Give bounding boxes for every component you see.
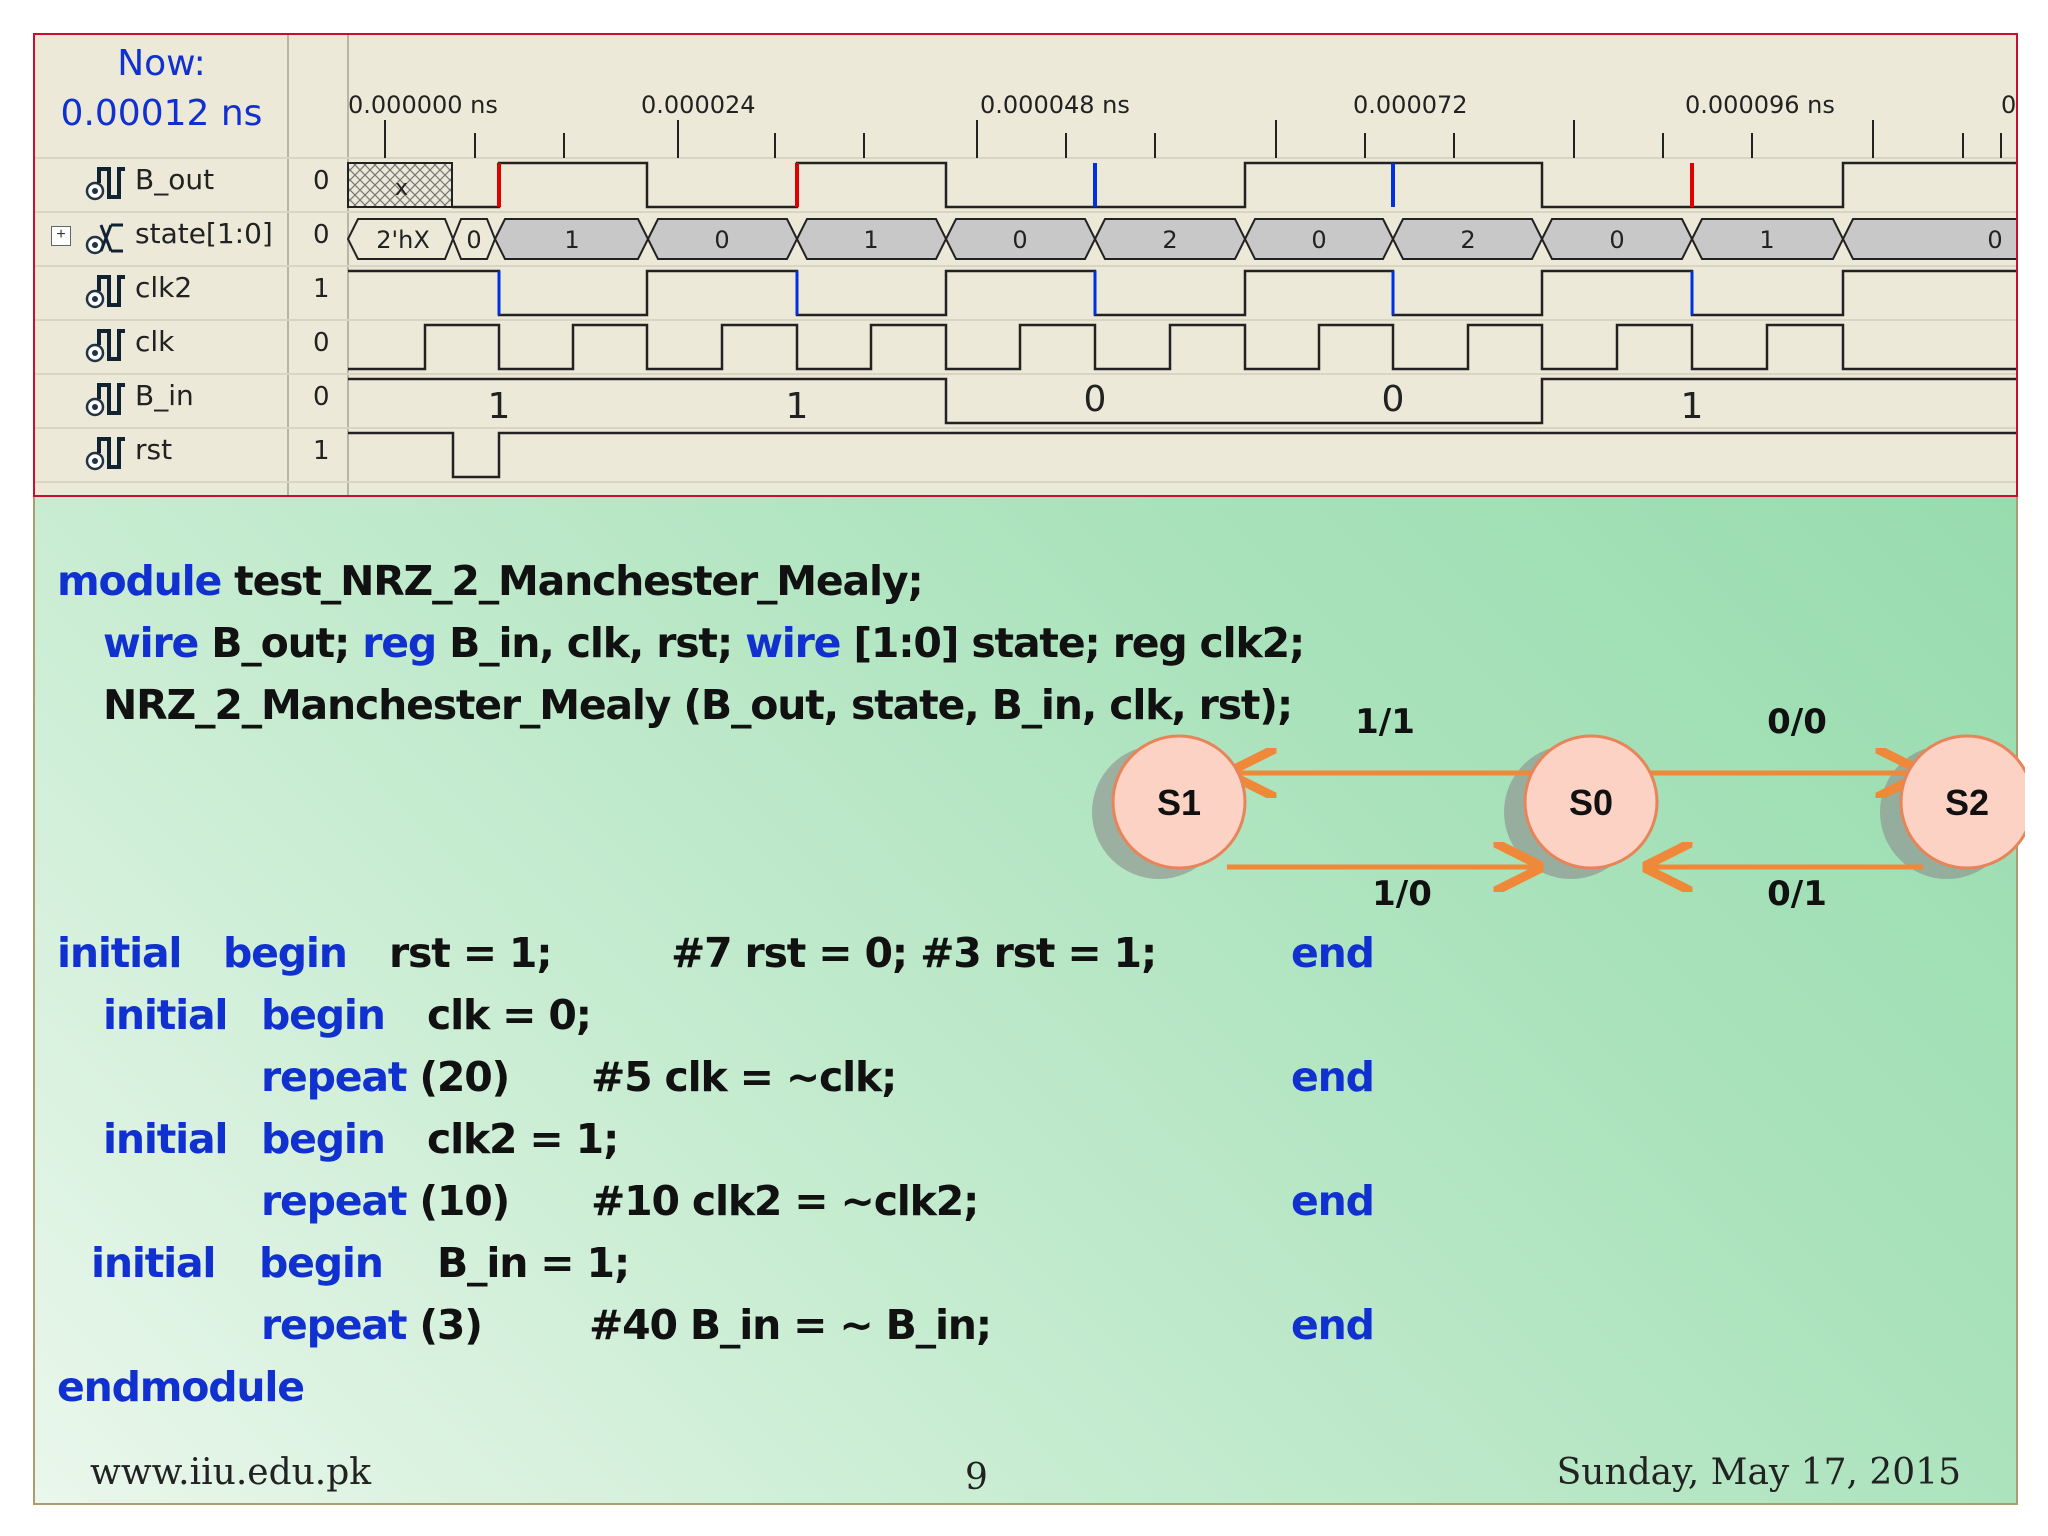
- time-tick-label: 0.000096 ns: [1685, 91, 1835, 119]
- state-segment-label: 0: [466, 226, 481, 254]
- code-line: NRZ_2_Manchester_Mealy (B_out, state, B_…: [103, 681, 1293, 729]
- state-segment-label: 2: [1162, 226, 1177, 254]
- code-line: wire B_out; reg B_in, clk, rst; wire [1:…: [103, 619, 1305, 667]
- code-keyword: initial: [91, 1239, 216, 1287]
- code-keyword: begin: [259, 1239, 384, 1287]
- waveform-clk: [348, 323, 2016, 371]
- wire-icon: [85, 329, 125, 363]
- time-tick-label: 0.000024: [641, 91, 756, 119]
- footer-date: Sunday, May 17, 2015: [1556, 1452, 1961, 1493]
- unknown-value-label: x: [395, 176, 408, 201]
- now-value: 0.00012 ns: [60, 93, 263, 134]
- state-segment-label: 2'hX: [376, 226, 430, 254]
- state-segment-label: 2: [1460, 226, 1475, 254]
- code-keyword: end: [1291, 1301, 1375, 1349]
- code-keyword: initial: [57, 929, 182, 977]
- b-in-value-label: 1: [786, 386, 809, 427]
- state-segment-label: 0: [1311, 226, 1326, 254]
- wire-icon: [85, 275, 125, 309]
- code-text: #5 clk = ~clk;: [591, 1053, 897, 1101]
- state-segment-label: 0: [1609, 226, 1624, 254]
- signal-value: 0: [313, 328, 330, 358]
- waveform-clk2: [348, 269, 2016, 317]
- state-segment-label: 1: [564, 226, 579, 254]
- edge-label: 1/0: [1372, 874, 1432, 914]
- waveform-b-in: 1 1 0 0 1: [348, 377, 2016, 427]
- code-text: #10 clk2 = ~clk2;: [591, 1177, 979, 1225]
- state-segment-label: 0: [714, 226, 729, 254]
- code-text: B_in = 1;: [437, 1239, 630, 1287]
- signal-name[interactable]: B_out: [135, 163, 215, 196]
- code-keyword: initial: [103, 991, 228, 1039]
- state-segment-label: 0: [1012, 226, 1027, 254]
- time-tick-label: 0.000072: [1353, 91, 1468, 119]
- time-ruler-ticks: [384, 120, 2002, 158]
- signal-name[interactable]: B_in: [135, 379, 194, 412]
- code-text: clk = 0;: [427, 991, 592, 1039]
- code-text: rst = 1;: [389, 929, 553, 977]
- slide-body: module test_NRZ_2_Manchester_Mealy; wire…: [33, 497, 2025, 1505]
- signal-value: 0: [313, 220, 330, 250]
- edge-label: 0/0: [1767, 702, 1827, 742]
- code-keyword: initial: [103, 1115, 228, 1163]
- footer-page-number: 9: [965, 1457, 988, 1498]
- signal-name[interactable]: clk: [135, 325, 175, 358]
- waveform-b-out: x: [347, 161, 2016, 209]
- bus-icon: [85, 223, 123, 255]
- code-line: repeat (10): [261, 1177, 510, 1225]
- b-in-value-label: 1: [488, 386, 511, 427]
- state-segment-label: 1: [1759, 226, 1774, 254]
- signal-name[interactable]: clk2: [135, 271, 193, 304]
- time-tick-label: 0.000048 ns: [980, 91, 1130, 119]
- signal-value: 1: [313, 436, 330, 466]
- signal-name[interactable]: state[1:0]: [135, 217, 273, 250]
- state-segment-label: 1: [863, 226, 878, 254]
- waveform-canvas[interactable]: 0.000000 ns 0.000024 0.000048 ns 0.00007…: [35, 35, 2018, 497]
- state-segment-label: 0: [1987, 226, 2002, 254]
- signal-name[interactable]: rst: [135, 433, 173, 466]
- expand-icon[interactable]: +: [51, 226, 71, 246]
- code-line: repeat (3): [261, 1301, 483, 1349]
- wire-icon: [85, 437, 125, 471]
- b-in-value-label: 1: [1681, 386, 1704, 427]
- time-tick-label: 0.000000 ns: [348, 91, 498, 119]
- state-label: S1: [1157, 782, 1201, 823]
- code-keyword: begin: [261, 1115, 386, 1163]
- edge-label: 0/1: [1767, 874, 1827, 914]
- wire-icon: [85, 383, 125, 417]
- code-keyword: endmodule: [57, 1363, 305, 1411]
- state-s2: [1899, 734, 2025, 870]
- waveform-rst: [348, 431, 2016, 479]
- code-keyword: begin: [261, 991, 386, 1039]
- b-in-value-label: 0: [1382, 379, 1405, 420]
- signal-value: 0: [313, 382, 330, 412]
- edge-label: 1/1: [1355, 702, 1415, 742]
- time-tick-label: 0: [2001, 91, 2016, 119]
- now-label: Now:: [117, 43, 206, 84]
- state-label: S0: [1569, 782, 1613, 823]
- code-text: #7 rst = 0; #3 rst = 1;: [671, 929, 1157, 977]
- fsm-diagram: S1 S0 S2 1/1 1/0 0/0 0/1: [1092, 702, 2025, 914]
- signal-value: 1: [313, 274, 330, 304]
- state-s1: [1111, 734, 1247, 870]
- code-keyword: end: [1291, 1053, 1375, 1101]
- waveform-viewer: 0.000000 ns 0.000024 0.000048 ns 0.00007…: [33, 33, 2018, 497]
- code-line: repeat (20): [261, 1053, 510, 1101]
- row-separators: [35, 157, 2016, 483]
- footer-website: www.iiu.edu.pk: [90, 1452, 372, 1493]
- b-in-value-label: 0: [1084, 379, 1107, 420]
- signal-value: 0: [313, 166, 330, 196]
- wire-icon: [85, 167, 125, 201]
- code-keyword: end: [1291, 929, 1375, 977]
- state-label: S2: [1945, 782, 1989, 823]
- code-text: clk2 = 1;: [427, 1115, 619, 1163]
- waveform-state-bus: [346, 218, 2016, 260]
- code-keyword: begin: [223, 929, 348, 977]
- code-keyword: end: [1291, 1177, 1375, 1225]
- code-text: #40 B_in = ~ B_in;: [589, 1301, 992, 1349]
- state-s0: [1523, 734, 1659, 870]
- code-line: module test_NRZ_2_Manchester_Mealy;: [57, 557, 924, 605]
